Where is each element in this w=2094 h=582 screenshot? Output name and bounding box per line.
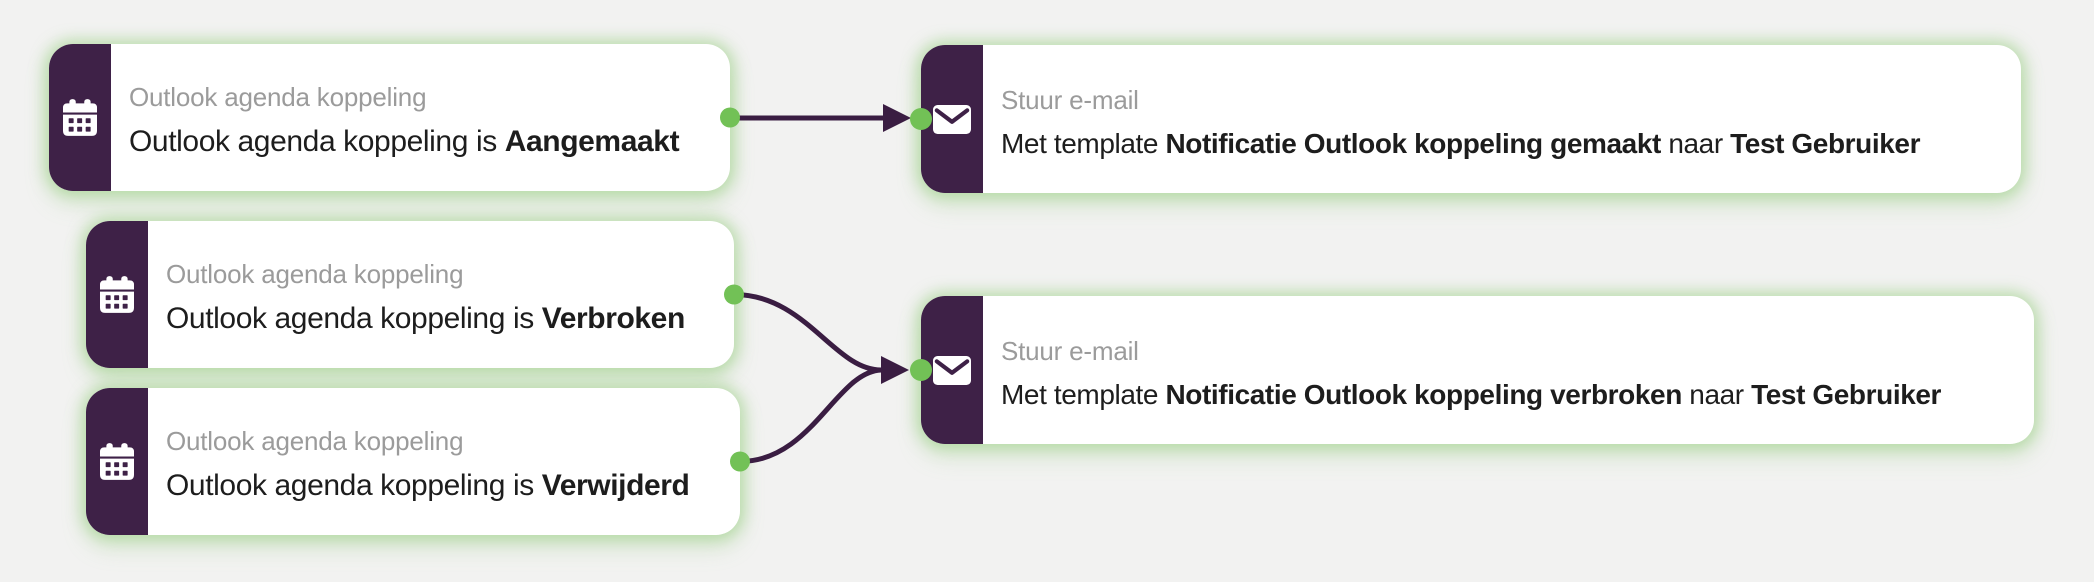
arrowhead-icon <box>883 104 911 132</box>
body-text: Outlook agenda koppeling is <box>166 469 542 502</box>
body-text: naar <box>1660 127 1731 159</box>
trigger-card-aangemaakt[interactable]: Outlook agenda koppeling Outlook agenda … <box>49 44 730 191</box>
trigger-card-verbroken[interactable]: Outlook agenda koppeling Outlook agenda … <box>86 221 734 368</box>
envelope-icon <box>933 104 971 134</box>
card-title: Stuur e-mail <box>1001 84 1139 115</box>
card-title: Outlook agenda koppeling <box>129 82 427 112</box>
input-port-email-verbroken[interactable] <box>910 359 932 381</box>
card-title: Stuur e-mail <box>1001 335 1139 366</box>
connector-verbroken-to-verbroken <box>733 292 882 373</box>
body-text-bold: Notificatie Outlook koppeling gemaakt <box>1165 127 1661 159</box>
card-body: Outlook agenda koppeling is Aangemaakt <box>129 125 716 159</box>
output-port-aangemaakt[interactable] <box>720 107 740 128</box>
card-icon-panel <box>921 45 983 193</box>
card-title: Outlook agenda koppeling <box>166 426 464 456</box>
body-text: Outlook agenda koppeling is <box>129 125 505 158</box>
calendar-icon <box>100 276 134 313</box>
card-icon-panel <box>86 388 148 535</box>
body-text: Met template <box>1001 378 1166 410</box>
output-port-verbroken[interactable] <box>724 284 744 305</box>
body-text: naar <box>1681 378 1752 410</box>
connector-verwijderd-to-verbroken <box>739 367 882 464</box>
body-text-bold: Aangemaakt <box>504 125 680 158</box>
card-title: Outlook agenda koppeling <box>166 259 464 289</box>
body-text-bold: Verwijderd <box>541 469 690 502</box>
calendar-icon <box>100 443 134 480</box>
card-body: Met template Notificatie Outlook koppeli… <box>1001 128 2007 160</box>
card-body: Met template Notificatie Outlook koppeli… <box>1001 379 2020 411</box>
card-content: Outlook agenda koppeling Outlook agenda … <box>148 221 734 368</box>
body-text: Outlook agenda koppeling is <box>166 302 542 335</box>
action-card-email-gemaakt[interactable]: Stuur e-mail Met template Notificatie Ou… <box>921 45 2021 193</box>
body-text-bold: Test Gebruiker <box>1751 378 1942 410</box>
card-body: Outlook agenda koppeling is Verbroken <box>166 302 720 336</box>
card-icon-panel <box>86 221 148 368</box>
trigger-card-verwijderd[interactable]: Outlook agenda koppeling Outlook agenda … <box>86 388 740 535</box>
card-content: Stuur e-mail Met template Notificatie Ou… <box>983 45 2021 193</box>
body-text-bold: Test Gebruiker <box>1730 127 1921 159</box>
card-icon-panel <box>49 44 111 191</box>
body-text: Met template <box>1001 127 1166 159</box>
card-content: Outlook agenda koppeling Outlook agenda … <box>148 388 740 535</box>
body-text-bold: Verbroken <box>541 302 686 335</box>
arrowhead-icon <box>881 356 909 384</box>
action-card-email-verbroken[interactable]: Stuur e-mail Met template Notificatie Ou… <box>921 296 2034 444</box>
body-text-bold: Notificatie Outlook koppeling verbroken <box>1165 378 1682 410</box>
card-content: Outlook agenda koppeling Outlook agenda … <box>111 44 730 191</box>
input-port-email-gemaakt[interactable] <box>910 108 932 130</box>
output-port-verwijderd[interactable] <box>730 451 750 472</box>
envelope-icon <box>933 355 971 385</box>
card-content: Stuur e-mail Met template Notificatie Ou… <box>983 296 2034 444</box>
calendar-icon <box>63 99 97 136</box>
card-body: Outlook agenda koppeling is Verwijderd <box>166 469 726 503</box>
